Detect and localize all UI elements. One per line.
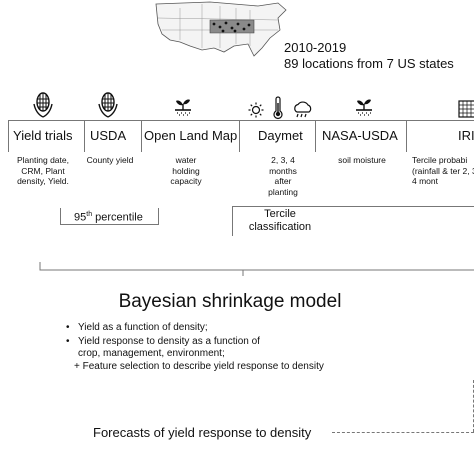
tercile-bracket-top [232, 206, 474, 207]
source-desc-usda: County yield [86, 155, 134, 165]
bracket-tick [84, 120, 85, 152]
model-bullet-text: Yield response to density as a function … [78, 336, 260, 359]
percentile-number: 95 [74, 211, 87, 224]
sun-icon [248, 102, 264, 118]
source-label-open-land-map: Open Land Map [144, 128, 238, 143]
bracket-tick [315, 120, 316, 152]
source-bracket [8, 120, 474, 121]
bracket-tick [406, 120, 407, 152]
source-desc-nasa-usda: soil moisture [338, 155, 386, 165]
source-desc-yield-trials: Planting date, CRM, Plant density, Yield… [17, 155, 69, 186]
tercile-label-line2: classification [248, 221, 312, 233]
rain-cloud-icon [294, 101, 312, 118]
corn-icon [98, 92, 118, 118]
bracket-tick [141, 120, 142, 152]
model-bullet: • [66, 336, 70, 347]
source-label-nasa-usda: NASA-USDA [322, 128, 398, 143]
thermometer-icon [273, 96, 283, 119]
forecast-connector-horizontal [332, 432, 474, 433]
seedling-icon [356, 99, 372, 116]
model-title: Bayesian shrinkage model [118, 291, 342, 312]
source-desc-iri: Tercile probabi (rainfall & ter 2, 3, 4 … [412, 155, 474, 186]
years-label: 2010-2019 [284, 40, 347, 55]
tercile-label-line1: Tercile [264, 208, 296, 220]
bracket-tick [239, 120, 240, 152]
percentile-bracket-bottom [60, 224, 159, 225]
tercile-bracket-left [232, 206, 233, 236]
source-desc-daymet: 2, 3, 4 months after planting [268, 155, 298, 197]
seedling-icon [175, 99, 191, 116]
percentile-label: 95th percentile [74, 211, 143, 224]
model-bullet-text: Yield as a function of density; [78, 322, 208, 333]
model-feature-line: + Feature selection to describe yield re… [74, 361, 324, 372]
grid-icon [458, 100, 474, 118]
source-label-yield-trials: Yield trials [13, 128, 73, 143]
bracket-tick [8, 120, 9, 152]
percentile-bracket-left [60, 208, 61, 224]
percentile-word: percentile [92, 211, 143, 224]
percentile-bracket-right [158, 208, 159, 224]
source-label-iri: IRI [458, 128, 474, 143]
percentile-suffix: th [86, 211, 93, 218]
source-label-usda: USDA [90, 128, 127, 143]
us-map [155, 1, 287, 57]
forecast-label: Forecasts of yield response to density [93, 425, 312, 440]
locations-label: 89 locations from 7 US states [284, 56, 454, 71]
source-label-daymet: Daymet [258, 128, 303, 143]
source-desc-open-land-map: water holding capacity [170, 155, 202, 186]
corn-icon [33, 92, 53, 118]
model-bullet: • [66, 322, 70, 333]
